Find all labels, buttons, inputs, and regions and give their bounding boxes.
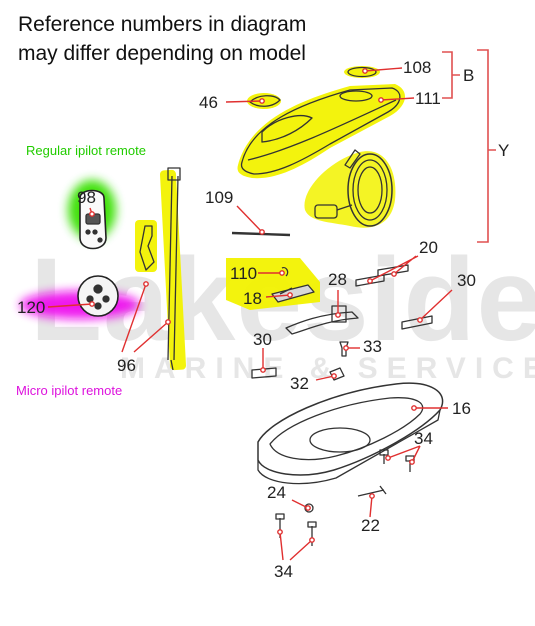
leader-lines	[47, 67, 453, 561]
notice-line-1: Reference numbers in diagram	[18, 13, 307, 36]
base-16-part	[257, 382, 444, 485]
leader-22	[369, 495, 373, 518]
part-number-20: 20	[419, 238, 438, 257]
leader-30b	[419, 289, 453, 321]
part-number-33: 33	[363, 337, 382, 356]
part-number-30-left: 30	[253, 330, 272, 349]
part-number-98: 98	[77, 188, 96, 207]
group-brackets	[442, 49, 496, 243]
highlight-lanyard-96	[159, 169, 187, 371]
part-number-24: 24	[267, 483, 286, 502]
head-cover-window	[261, 115, 313, 143]
part-number-46: 46	[199, 93, 218, 112]
leader-24	[291, 499, 309, 509]
leader-111	[380, 97, 415, 101]
pin-30-right-part	[401, 315, 433, 330]
remote-120-part	[77, 275, 119, 317]
head-cover-port	[339, 90, 373, 102]
bar-28-part	[285, 305, 359, 335]
screws-34-right-part	[379, 449, 415, 472]
part-number-30-right: 30	[457, 271, 476, 290]
cable-coil-part	[314, 149, 393, 227]
head-cover-ridge	[247, 99, 397, 161]
part-number-108: 108	[403, 58, 432, 77]
bolt-22-part	[357, 485, 387, 497]
leader-46	[225, 100, 263, 103]
part-number-34-bottom: 34	[274, 562, 293, 581]
highlight-clip	[135, 220, 157, 272]
micro-remote-label: Micro ipilot remote	[16, 383, 123, 398]
pin-30-left-part	[251, 367, 277, 379]
watermark-subtitle: MARINE & SERVICE	[120, 352, 535, 385]
cap-46-part	[249, 95, 281, 107]
part-number-18: 18	[243, 289, 262, 308]
bracket-b	[442, 51, 460, 99]
part-number-96: 96	[117, 356, 136, 375]
remote-98-part	[79, 189, 107, 250]
part-number-109: 109	[205, 188, 234, 207]
clip-part	[139, 225, 155, 271]
leader-34a	[387, 445, 421, 463]
group-label-y: Y	[498, 141, 510, 160]
regular-remote-label: Regular ipilot remote	[26, 143, 146, 158]
leader-96	[121, 283, 169, 353]
part-number-28: 28	[328, 270, 347, 289]
highlight-cable-coil	[304, 151, 396, 228]
bracket-y	[477, 49, 496, 243]
leader-dots	[89, 68, 423, 543]
part-number-34-right: 34	[414, 429, 433, 448]
cap-108-part	[347, 66, 377, 78]
lanyard-part	[167, 167, 181, 371]
part-number-16: 16	[452, 399, 471, 418]
leader-120	[47, 303, 93, 308]
leader-109	[236, 205, 263, 233]
group-label-b: B	[463, 66, 475, 85]
leader-108	[364, 67, 403, 72]
leader-18	[265, 294, 291, 298]
head-cover-part	[240, 87, 401, 175]
leader-20	[369, 255, 419, 282]
screw-33-part	[339, 341, 349, 357]
model-notice: Reference numbers in diagram may differ …	[18, 10, 358, 68]
leader-32	[315, 375, 335, 381]
part-number-111: 111	[415, 89, 441, 108]
part-number-110: 110	[230, 264, 258, 283]
part-number-120: 120	[17, 298, 46, 317]
line-art	[77, 66, 444, 546]
harness-part	[271, 266, 315, 303]
leader-34b	[279, 531, 313, 561]
notice-line-2: may differ depending on model	[18, 42, 306, 65]
part-number-22: 22	[361, 516, 380, 535]
screw-24-part	[304, 503, 314, 513]
part-number-32: 32	[290, 374, 309, 393]
highlight-head-cover	[237, 84, 406, 179]
